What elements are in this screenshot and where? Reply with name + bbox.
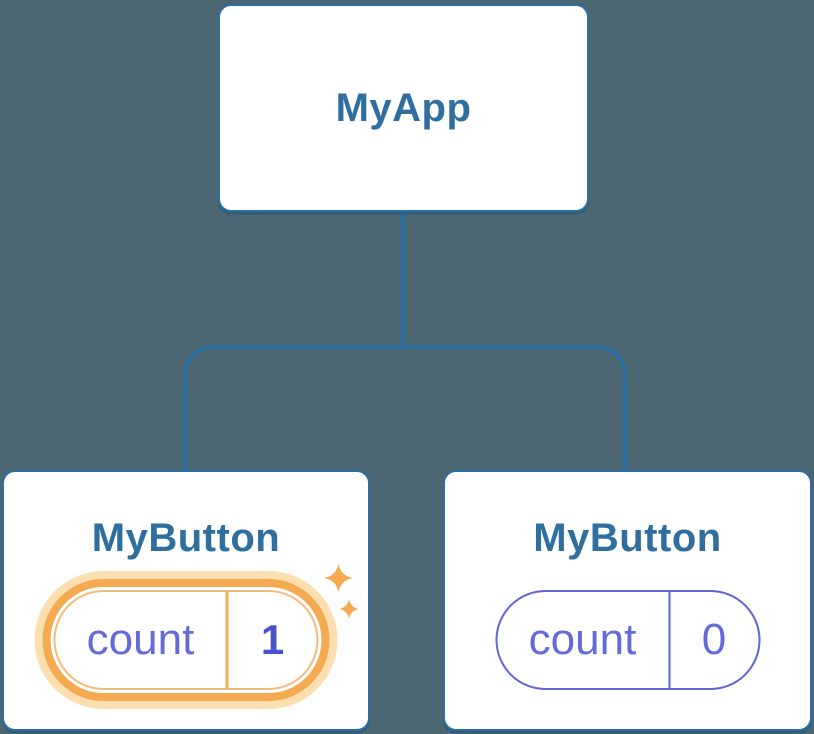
state-value: 1 [225,592,317,688]
component-label: MyApp [335,85,472,130]
component-label: MyButton [91,516,281,560]
component-node-mybutton-1: MyButton count 1 [2,470,370,731]
sparkle-large-icon [324,562,353,594]
tree-connector-stem [401,212,405,347]
sparkle-small-icon [339,598,359,620]
component-label: MyButton [533,516,722,560]
sparkles-icon [322,562,374,624]
state-pill: count 0 [495,590,760,690]
component-node-myapp: MyApp [218,4,589,212]
tree-connector-branch [183,345,627,473]
state-key-label: count [86,615,195,664]
state-value: 0 [668,592,758,688]
state-pill-highlighted: count 1 [53,590,319,690]
state-key-label: count [528,615,637,664]
component-node-mybutton-2: MyButton count 0 [443,470,812,731]
